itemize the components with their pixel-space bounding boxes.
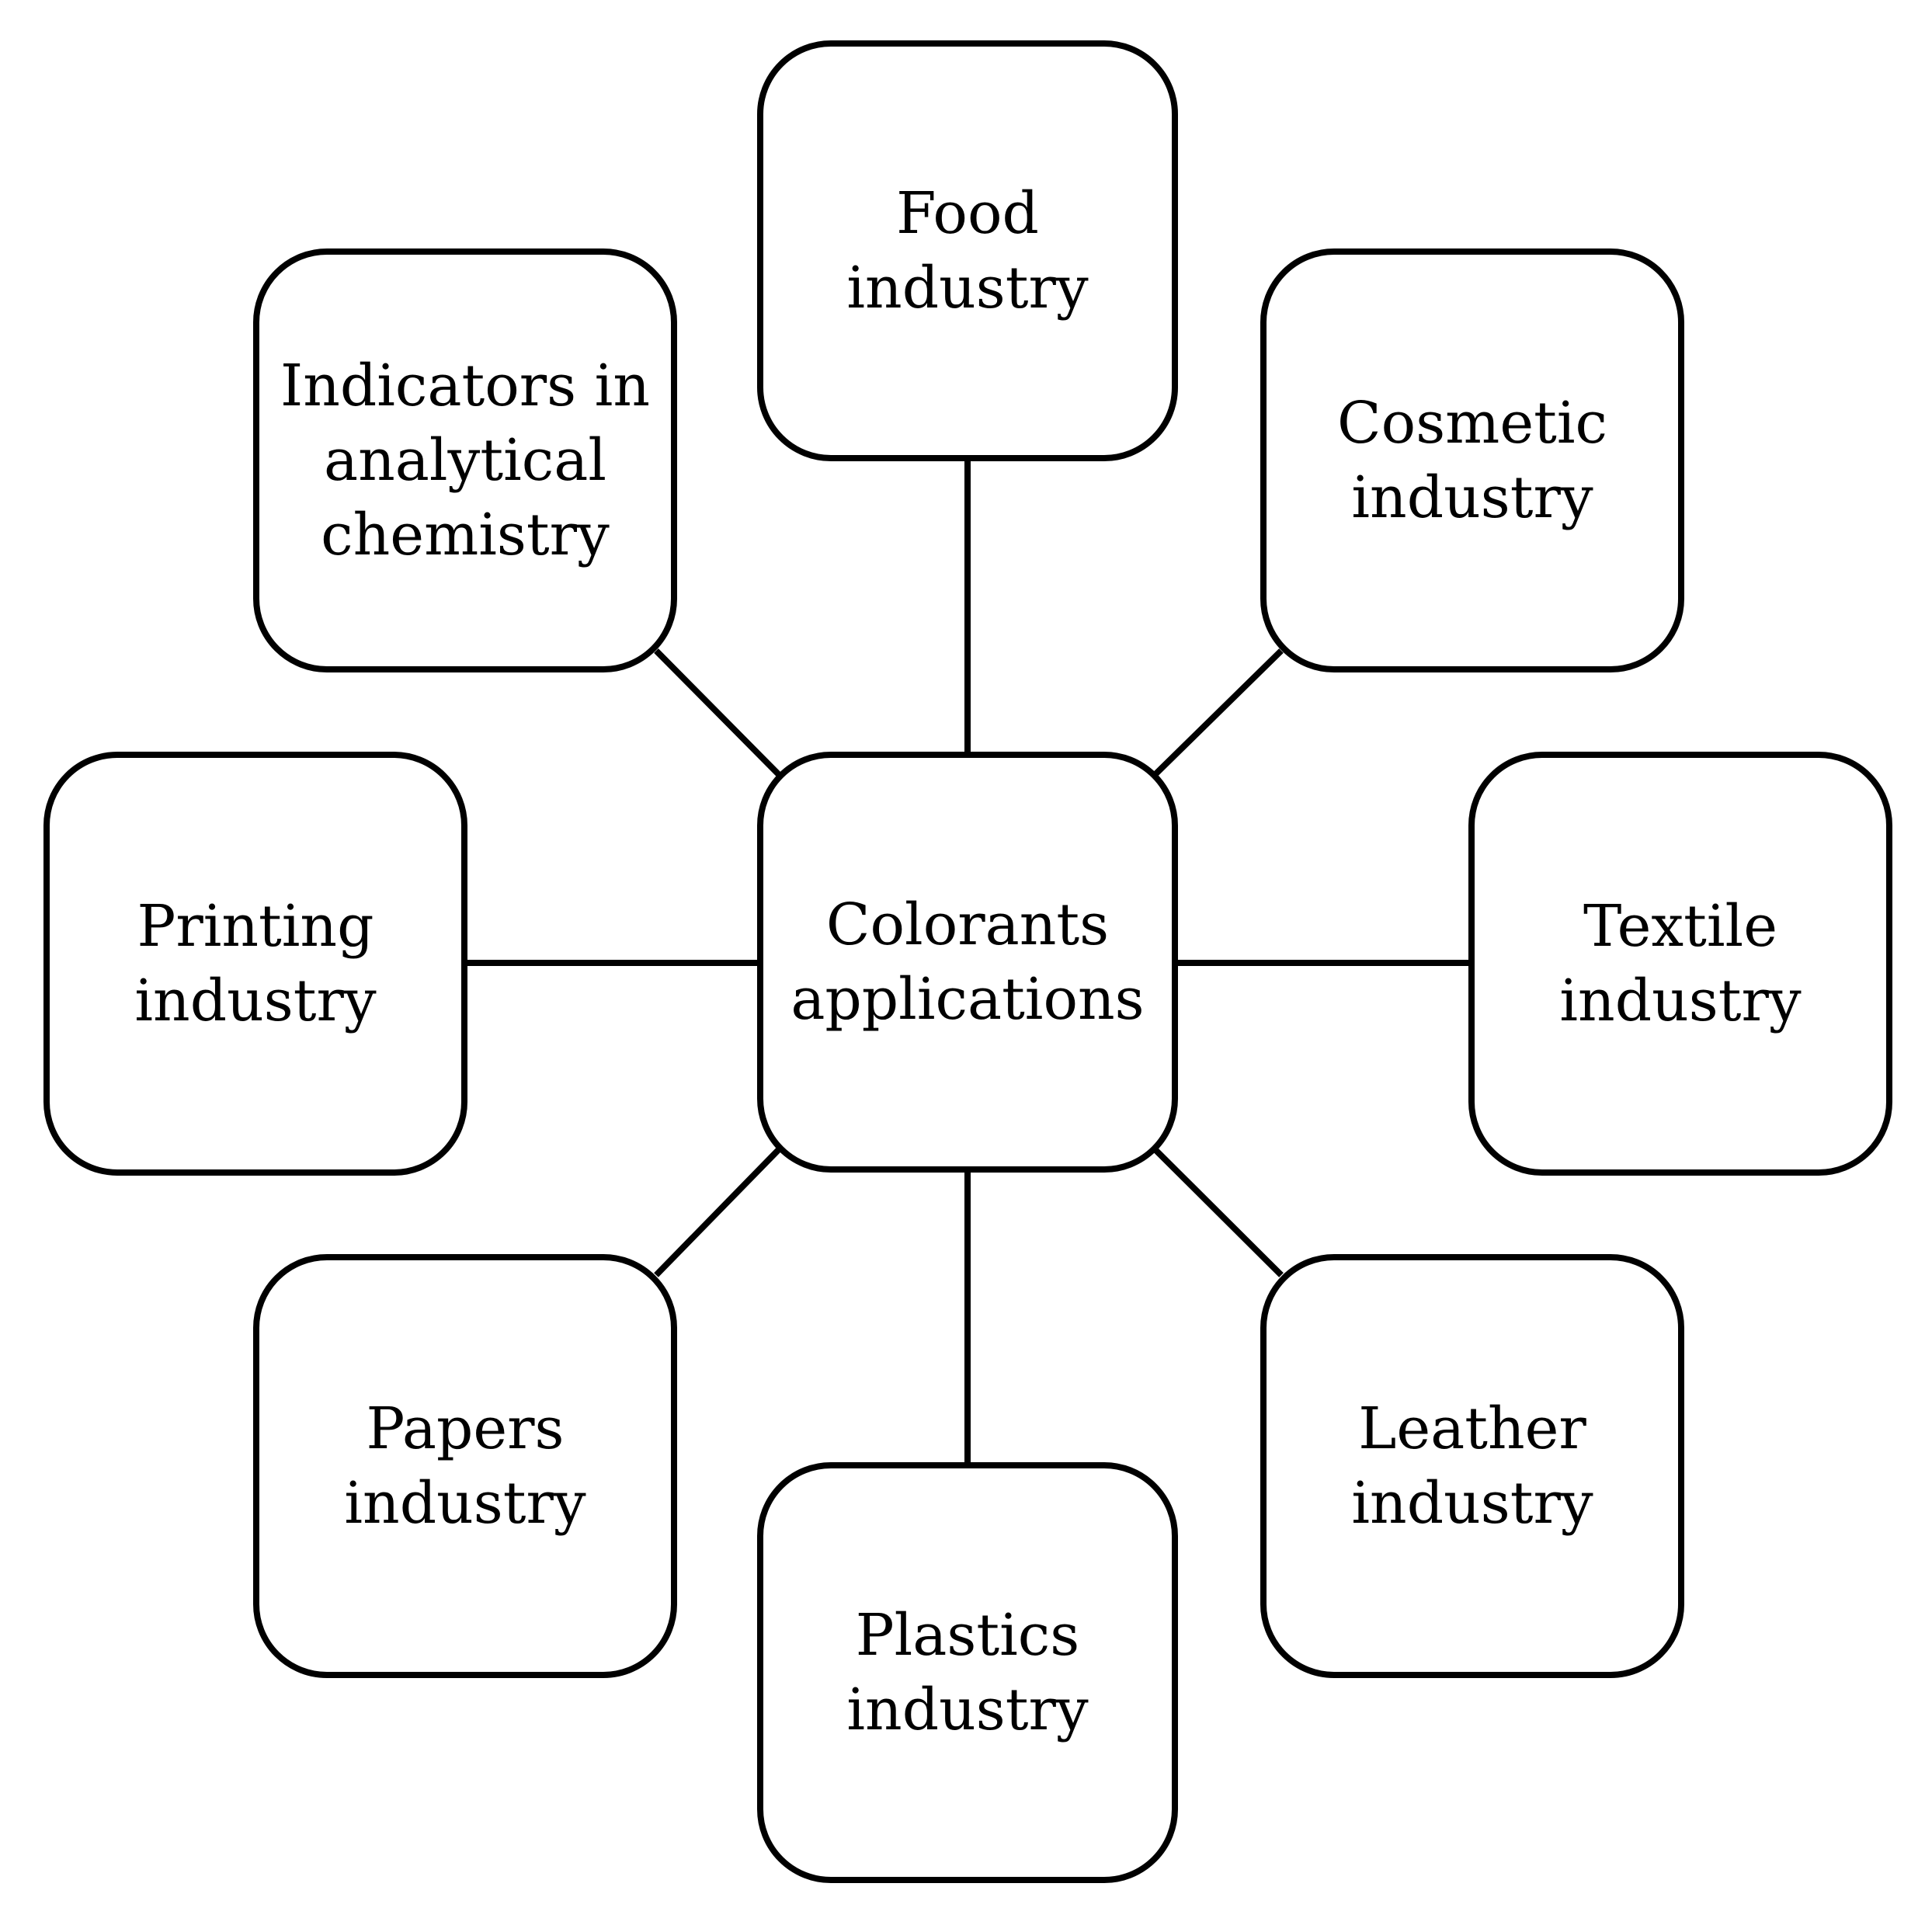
- node-label-line: Papers: [366, 1395, 565, 1462]
- node-label-line: industry: [134, 968, 377, 1034]
- node-label-line: Colorants: [825, 891, 1110, 958]
- node-colorants-applications: Colorants applications: [757, 752, 1178, 1173]
- node-label-line: analytical: [323, 427, 606, 494]
- node-indicators-analytical-chemistry: Indicators in analytical chemistry: [253, 248, 677, 672]
- node-label-line: chemistry: [321, 502, 610, 568]
- node-label-line: Textile: [1583, 893, 1777, 960]
- node-label-line: Leather: [1358, 1395, 1586, 1462]
- node-label-line: Indicators in: [280, 353, 650, 419]
- node-label-line: industry: [1559, 968, 1802, 1034]
- node-papers-industry: Papers industry: [253, 1254, 677, 1678]
- node-food-industry: Food industry: [757, 40, 1178, 461]
- node-leather-industry: Leather industry: [1260, 1254, 1684, 1678]
- node-label-line: Printing: [137, 893, 374, 960]
- node-label-line: industry: [846, 255, 1089, 321]
- node-label-line: industry: [344, 1470, 586, 1537]
- node-label-line: Plastics: [855, 1602, 1080, 1669]
- node-plastics-industry: Plastics industry: [757, 1462, 1178, 1883]
- node-label-line: Food: [896, 180, 1039, 247]
- node-label-line: applications: [791, 966, 1145, 1033]
- node-label-line: industry: [1351, 1470, 1593, 1537]
- node-textile-industry: Textile industry: [1468, 752, 1892, 1176]
- node-label-line: industry: [846, 1677, 1089, 1743]
- node-label-line: industry: [1351, 464, 1593, 531]
- node-printing-industry: Printing industry: [43, 752, 467, 1176]
- node-cosmetic-industry: Cosmetic industry: [1260, 248, 1684, 672]
- node-label-line: Cosmetic: [1337, 390, 1607, 457]
